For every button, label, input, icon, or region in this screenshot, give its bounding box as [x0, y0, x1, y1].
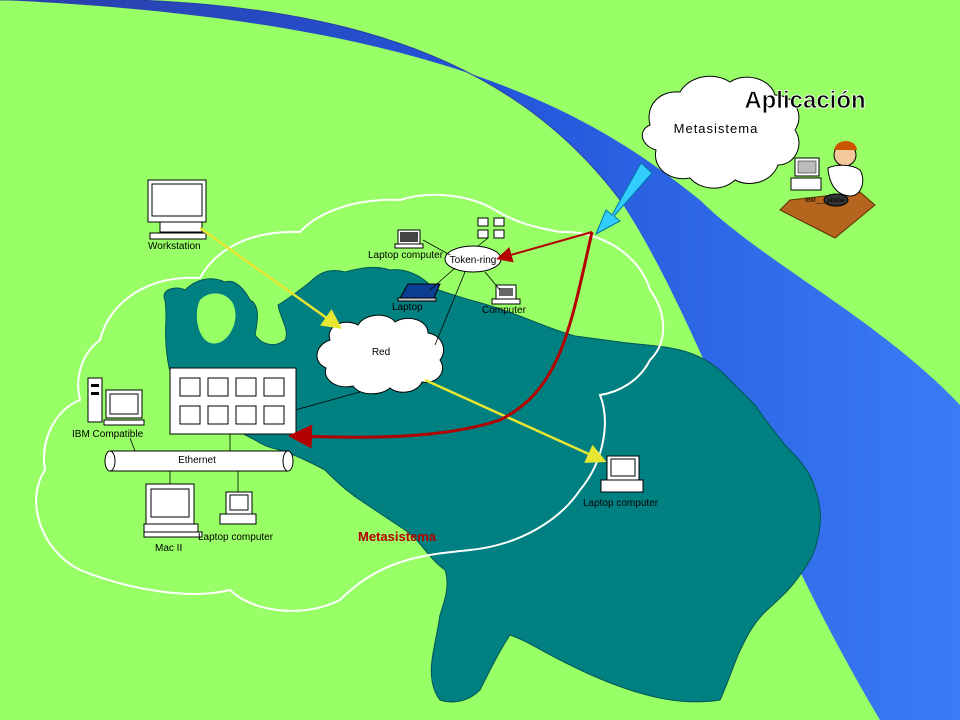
metasistema-boundary: [35, 193, 665, 612]
ibm-compatible-label: IBM Compatible: [72, 429, 144, 440]
token-ring-label: Token-ring: [450, 255, 497, 266]
cyan-arrow: [594, 162, 653, 236]
ibm-compatible-icon: [87, 377, 145, 426]
ethernet-label: Ethernet: [178, 455, 216, 466]
metasistema-cloud-label: Metasistema: [674, 121, 759, 136]
laptop-icon: [397, 283, 441, 302]
computer-icon: [491, 284, 521, 305]
ethernet-bus: [104, 450, 294, 472]
metasistema-cloud: Metasistema: [641, 75, 800, 189]
metasistema-region-label: Metasistema: [358, 529, 437, 544]
laptop-computer-top-label: Laptop computer: [368, 250, 444, 261]
mac-ii-icon: [143, 483, 203, 538]
laptop-computer-bottom-icon: [219, 491, 257, 525]
computer-label: Computer: [482, 305, 527, 316]
user-at-desk-icon: IBM___ phone: [779, 141, 876, 239]
yellow-arrow-workstation: [199, 226, 343, 329]
mac-ii-label: Mac II: [155, 543, 182, 554]
red-cloud-label: Red: [372, 347, 390, 358]
workstation-icon: [147, 179, 207, 240]
workstation-label: Workstation: [148, 241, 201, 252]
laptop-computer-top-icon: [394, 229, 424, 249]
token-ring-switch-icon: [477, 217, 505, 239]
laptop-computer-right-label: Laptop computer: [583, 498, 659, 509]
laptop-computer-right-icon: [600, 455, 644, 493]
lake: [196, 293, 236, 344]
laptop-label: Laptop: [392, 302, 423, 313]
page-title: Aplicación: [744, 87, 865, 114]
red-cloud: Red: [316, 314, 444, 395]
laptop-computer-bottom-label: Laptop computer: [198, 532, 274, 543]
yellow-arrow-laptop: [424, 378, 607, 463]
svg-text:IBM___ phone: IBM___ phone: [805, 198, 845, 204]
red-arrow-hub: [288, 231, 594, 449]
red-arrow-token-ring: [496, 231, 593, 263]
network-hub-icon: [169, 367, 297, 435]
